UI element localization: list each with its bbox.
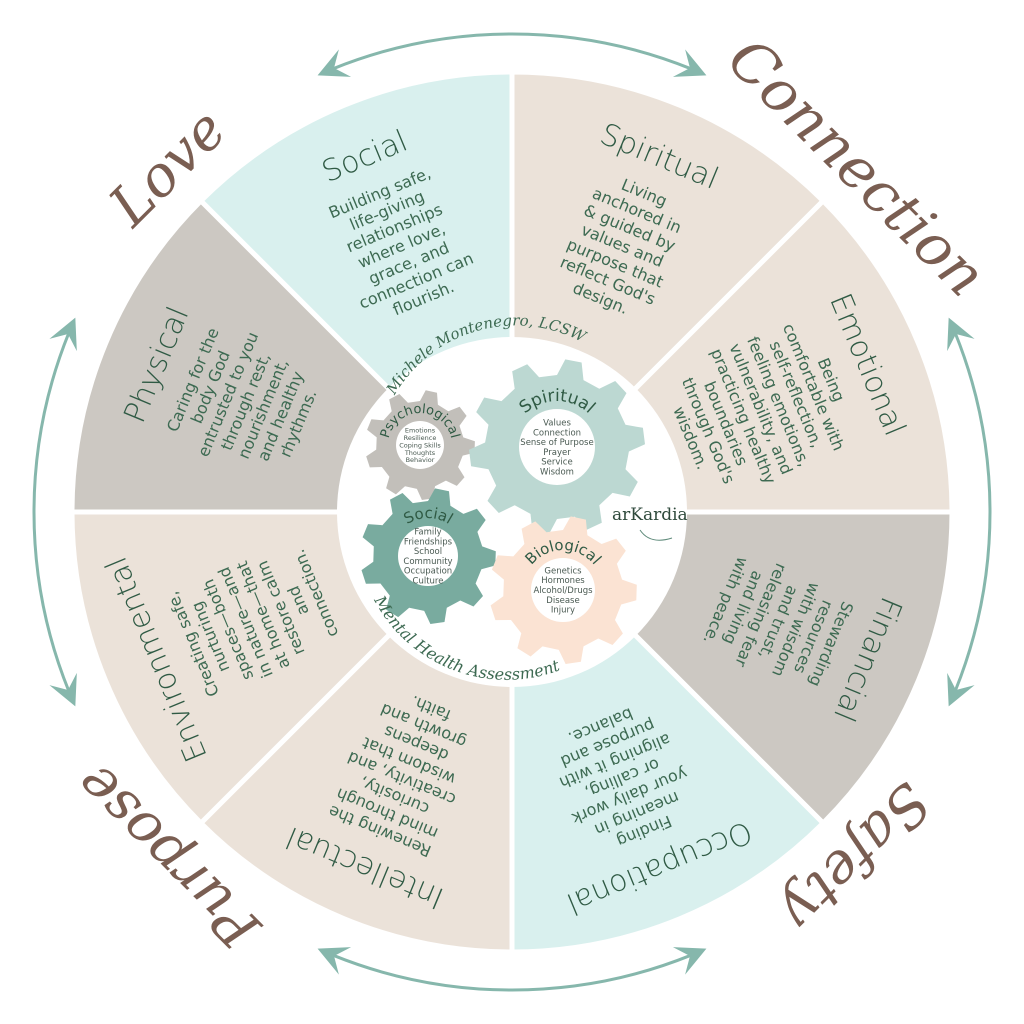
gear-item: Service xyxy=(541,458,572,468)
bottom-arrow xyxy=(317,947,707,992)
gear-item: Alcohol/Drugs xyxy=(533,586,593,596)
brand-logo-text: arKardia xyxy=(612,505,688,525)
arrowhead-icon xyxy=(672,49,707,77)
arrow-arc xyxy=(332,32,692,71)
arrowhead-icon xyxy=(672,947,707,975)
gear-item: Disease xyxy=(546,596,579,606)
right-arrow xyxy=(947,317,992,707)
left-arrow xyxy=(32,317,77,707)
brand-logo: arKardia xyxy=(612,505,688,541)
gear-hub xyxy=(396,421,444,469)
gear-item: Injury xyxy=(551,606,575,616)
gear-item: Coping Skills xyxy=(399,441,441,449)
brand-logo-swash xyxy=(639,529,673,541)
gear-biological: BiologicalGeneticsHormonesAlcohol/DrugsD… xyxy=(490,516,637,664)
gear-item: Behavior xyxy=(406,456,435,464)
gear-title: Social xyxy=(401,504,457,528)
gear-social: SocialFamilyFriendshipsSchoolCommunityOc… xyxy=(361,488,496,624)
top-arrow xyxy=(317,32,707,77)
gear-item: Sense of Purpose xyxy=(520,438,593,448)
gear-item: Genetics xyxy=(544,566,582,576)
gear-hub xyxy=(531,558,595,622)
arrowhead-icon xyxy=(947,672,975,707)
arrowhead-icon xyxy=(49,317,77,352)
arrowhead-icon xyxy=(947,317,975,352)
arrow-arc xyxy=(332,953,692,992)
gear-item: Family xyxy=(414,528,441,538)
arrows-layer xyxy=(32,32,992,992)
gear-title-text: Social xyxy=(401,504,457,528)
gear-item: Thoughts xyxy=(404,449,436,457)
gear-item: Emotions xyxy=(405,426,436,434)
gear-item: Connection xyxy=(533,428,581,438)
gear-item: Values xyxy=(543,419,571,429)
arrowhead-icon xyxy=(317,947,352,975)
gear-hub xyxy=(398,526,458,586)
gear-item: Hormones xyxy=(541,576,585,586)
gear-item: Community xyxy=(403,557,452,567)
arrow-arc xyxy=(953,332,992,692)
gear-item: Wisdom xyxy=(540,467,574,477)
arrow-arc xyxy=(32,332,71,692)
gear-item: Resilience xyxy=(404,434,437,442)
gear-item: Prayer xyxy=(543,448,571,458)
arrowhead-icon xyxy=(317,49,352,77)
arrowhead-icon xyxy=(49,672,77,707)
gear-item: Friendships xyxy=(404,537,453,547)
gear-item: Occupation xyxy=(404,567,452,577)
gear-hub xyxy=(519,409,595,485)
gear-item: School xyxy=(414,547,442,557)
gear-item: Culture xyxy=(413,576,444,586)
